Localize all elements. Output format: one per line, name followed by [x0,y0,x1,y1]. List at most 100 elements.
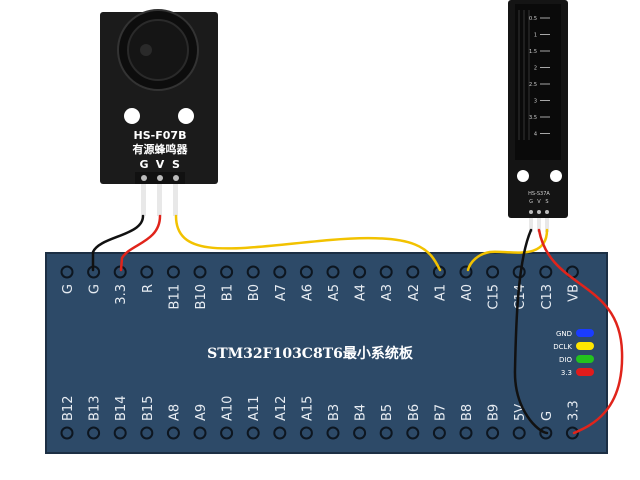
bottom-pin-hole [140,426,154,440]
sensor-scale-label: 2.5 [529,82,537,88]
bottom-pin-hole [299,426,313,440]
wire-sensor-signal [466,228,549,272]
buzzer-module: HS-F07B 有源蜂鸣器 G V S [100,9,218,216]
bottom-pin-hole [273,426,287,440]
wire-buzzer-vcc [119,214,162,272]
bottom-pin-label: B12 [61,396,76,421]
bottom-pin-hole [220,426,234,440]
bottom-pin-hole [486,426,500,440]
top-pin-label: A6 [300,284,315,301]
wire-sensor-vcc [537,228,624,435]
bottom-pin-label: B4 [354,404,369,421]
buzzer-name: 有源蜂鸣器 [133,142,189,156]
bottom-pin-label: B8 [460,404,475,421]
top-pin-label: 3.3 [114,284,129,305]
sensor-scale-label: 4 [534,132,537,138]
buzzer-pin-s-label: S [172,158,180,171]
top-pin-label: B11 [167,284,182,309]
bottom-pin-label: A15 [300,396,315,421]
bottom-pin-hole [87,426,101,440]
bottom-pin-hole [113,426,127,440]
top-pin-hole [60,265,74,279]
top-pin-label: B10 [194,284,209,309]
bottom-pin-label: B15 [141,396,156,421]
bottom-pin-label: G [540,411,555,421]
top-pin-hole [246,265,260,279]
bottom-pin-label: A9 [194,404,209,421]
top-pin-label: VB [566,284,581,302]
top-pin-hole [406,265,420,279]
top-pin-hole [299,265,313,279]
bottom-pin-label: B3 [327,404,342,421]
bottom-pin-hole [512,426,526,440]
legend-3v3-label: 3.3 [561,369,572,377]
sensor-pin-s-label: S [545,199,548,205]
legend-dclk-label: DCLK [553,343,572,351]
legend-dclk-pin [576,342,594,350]
sensor-pin-g-label: G [529,199,533,205]
top-pin-hole [459,265,473,279]
top-pin-label: A3 [380,284,395,301]
top-pin-label: B1 [221,284,236,301]
sensor-scale-label: 2 [534,66,537,72]
wire-buzzer-gnd [91,214,145,272]
bottom-pin-label: 3.3 [566,400,581,421]
bottom-pin-hole [353,426,367,440]
sensor-mount-hole-left [517,170,529,182]
top-pin-label: G [61,284,76,294]
top-pin-label: C15 [487,284,502,310]
top-pin-hole [353,265,367,279]
bottom-pin-hole [406,426,420,440]
sensor-module: 0.511.522.533.54 HS-S37A G V S [508,0,568,232]
top-pin-hole [273,265,287,279]
bottom-pin-hole [166,426,180,440]
sensor-scale: 0.511.522.533.54 [529,16,550,138]
top-pin-hole [140,265,154,279]
bottom-pin-label: B14 [114,396,129,421]
sensor-model: HS-S37A [528,191,550,197]
top-pin-label: A0 [460,284,475,301]
top-pin-hole [486,265,500,279]
bottom-pin-label: A8 [167,404,182,421]
sensor-scale-label: 1.5 [529,49,537,55]
buzzer-sound-hole-icon [140,44,152,56]
wire-buzzer-signal [174,214,442,272]
top-pin-hole [379,265,393,279]
top-pin-hole [220,265,234,279]
top-pin-label: A4 [354,284,369,301]
bottom-pin-hole [432,426,446,440]
bottom-pin-hole [379,426,393,440]
top-pin-label: G [88,284,103,294]
pin-legend: GND DCLK DIO 3.3 [553,329,594,377]
top-pin-label: C13 [540,284,555,310]
top-pin-label: B0 [247,284,262,301]
top-pin-label: A1 [433,284,448,301]
bottom-pin-hole [246,426,260,440]
sensor-scale-label: 0.5 [529,16,537,22]
bottom-pin-label: A10 [221,396,236,421]
buzzer-pin-g-label: G [139,158,148,171]
mount-hole-left [124,108,140,124]
sensor-scale-label: 3.5 [529,115,537,121]
wires [91,214,624,435]
wire-sensor-gnd [513,228,549,435]
mount-hole-right [178,108,194,124]
bottom-pin-label: A12 [274,396,289,421]
top-pin-hole [193,265,207,279]
sensor-pin-v-label: V [537,199,541,205]
buzzer-pin-v-label: V [156,158,165,171]
legend-dio-pin [576,355,594,363]
bottom-pin-label: B6 [407,404,422,421]
bottom-pin-hole [565,426,579,440]
bottom-pin-label: B5 [380,404,395,421]
buzzer-model: HS-F07B [134,129,187,142]
top-pin-headers [60,265,579,279]
bottom-pin-label: B13 [88,396,103,421]
top-pin-label: A5 [327,284,342,301]
top-pin-hole [539,265,553,279]
bottom-pin-hole [326,426,340,440]
board-title: STM32F103C8T6最小系统板 [207,345,414,362]
bottom-pin-headers [60,426,579,440]
